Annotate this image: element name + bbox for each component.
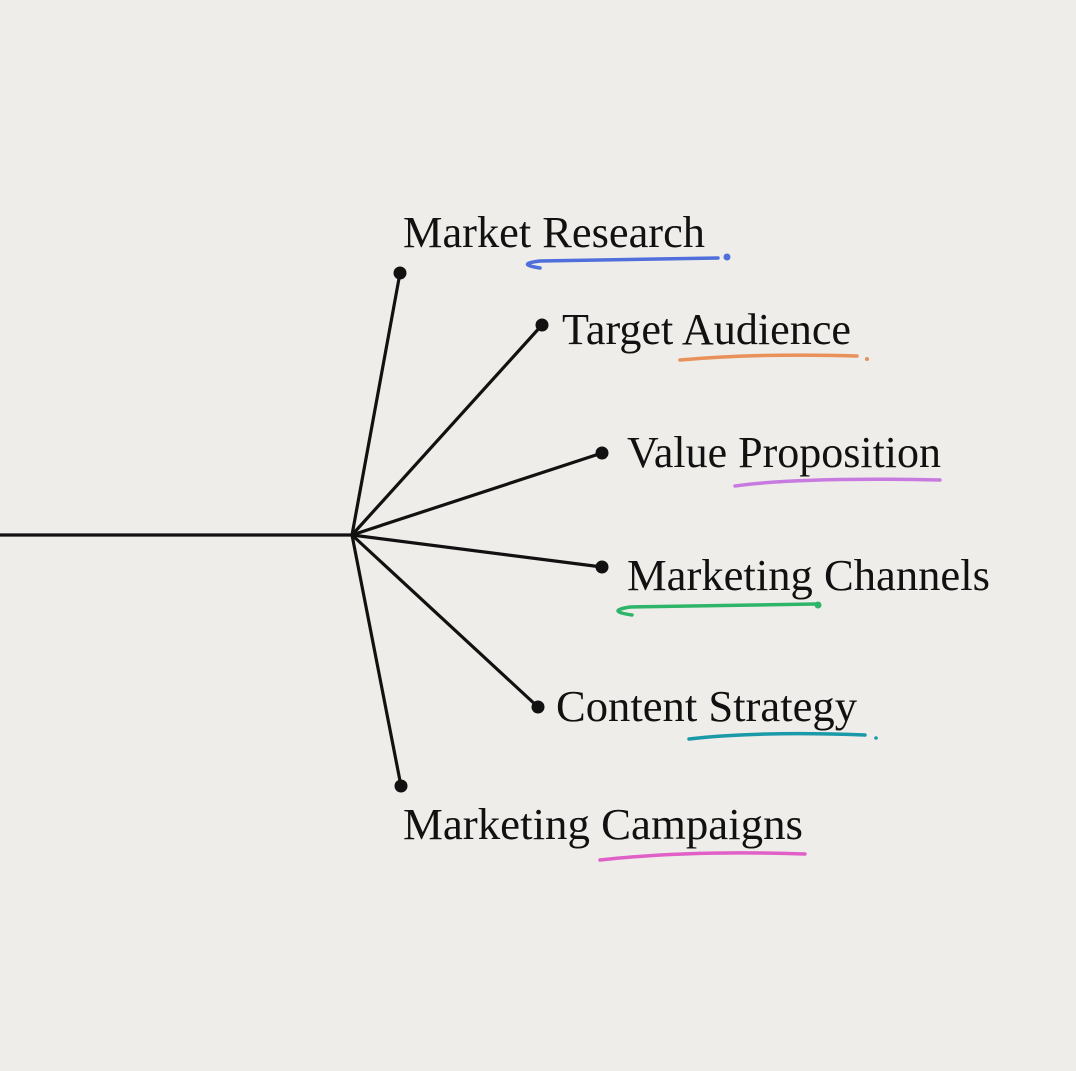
branch-label: Target Audience <box>562 305 851 354</box>
node-dot <box>595 560 609 574</box>
underline-stroke <box>733 477 942 488</box>
branch-label: Marketing Channels <box>627 551 990 600</box>
underline-dot <box>814 601 822 609</box>
underline-stroke <box>687 731 867 741</box>
connector-line <box>350 533 403 788</box>
node-dot <box>531 700 545 714</box>
branch-label: Marketing Campaigns <box>403 800 803 849</box>
underline-dot <box>874 736 878 740</box>
underline-dot <box>865 357 869 361</box>
branch-market-research: Market Research <box>350 208 731 537</box>
connector-line <box>350 451 604 537</box>
branch-label: Content Strategy <box>556 682 857 731</box>
node-dot <box>394 779 408 793</box>
connector-line <box>350 323 544 537</box>
connector-line <box>350 533 604 569</box>
branch-marketing-channels: Marketing Channels <box>350 533 990 617</box>
branch-content-strategy: Content Strategy <box>350 533 878 741</box>
underline-stroke <box>616 602 817 617</box>
underline-stroke <box>525 256 720 270</box>
underline-stroke <box>598 851 807 862</box>
branch-label: Value Proposition <box>627 428 941 477</box>
node-dot <box>393 266 407 280</box>
branch-target-audience: Target Audience <box>350 305 869 537</box>
connector-line <box>350 271 402 537</box>
underline-dot <box>723 253 731 261</box>
node-dot <box>535 318 549 332</box>
branch-value-proposition: Value Proposition <box>350 428 942 537</box>
underline-stroke <box>678 353 859 362</box>
connector-line <box>350 533 540 709</box>
node-dot <box>595 446 609 460</box>
branch-label: Market Research <box>403 208 705 257</box>
branch-marketing-campaigns: Marketing Campaigns <box>350 533 807 862</box>
